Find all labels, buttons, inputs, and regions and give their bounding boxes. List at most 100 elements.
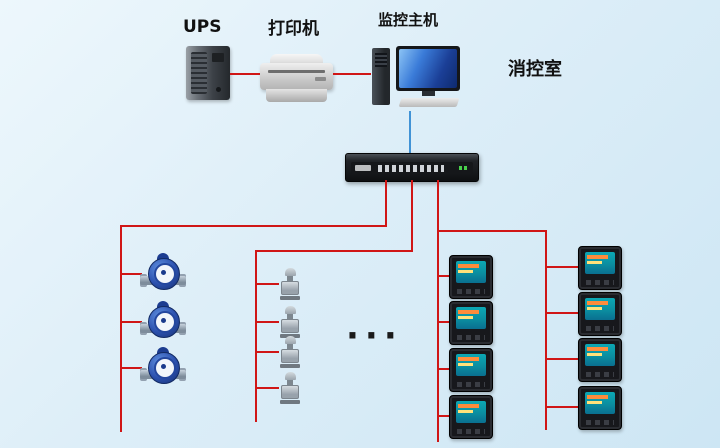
power-meter-icon [449, 395, 493, 439]
power-meter-icon [449, 348, 493, 392]
meter-buttons [586, 326, 614, 331]
water-meter-icon [140, 346, 186, 390]
power-meter-icon [449, 301, 493, 345]
printer-icon [260, 54, 333, 102]
stub-line [547, 312, 578, 314]
valve-cap [284, 306, 296, 314]
valve-cap [284, 268, 296, 276]
valve-neck [287, 380, 293, 385]
meter-screen [585, 344, 615, 366]
meter-cap [157, 301, 169, 308]
screen-bar [458, 316, 473, 319]
dial-center [161, 270, 166, 275]
connector-host-switch [409, 111, 411, 153]
power-meter-icon [449, 255, 493, 299]
screen-bar [587, 255, 608, 259]
ups-icon [186, 46, 230, 100]
screen-bar [458, 410, 473, 413]
valve-body [281, 281, 299, 295]
ellipsis-label: ··· [346, 316, 403, 356]
stub-line [439, 368, 449, 370]
stub-line [255, 283, 279, 285]
meter-buttons [586, 420, 614, 425]
host-monitor [396, 46, 460, 91]
stub-line [439, 415, 449, 417]
stub-line [255, 321, 279, 323]
stub-line [120, 321, 142, 323]
printer-output-slot [268, 70, 325, 73]
valve-neck [287, 276, 293, 281]
screen-bar [458, 357, 479, 361]
printer-paper-tray [266, 89, 327, 102]
power-meter-icon [578, 292, 622, 336]
stub-line [120, 273, 142, 275]
monitor-stand [422, 91, 435, 96]
switch-leds [459, 166, 469, 170]
dial-center [161, 318, 166, 323]
monitor-screen [399, 49, 457, 88]
valve-cap [284, 372, 296, 380]
ups-label: UPS [183, 17, 222, 37]
meter-screen [456, 354, 486, 376]
valve-base [280, 400, 300, 404]
meter-screen [585, 392, 615, 414]
valve-base [280, 364, 300, 368]
stub-line [120, 367, 142, 369]
meter-buttons [457, 429, 485, 434]
switch-drop-line [411, 180, 413, 252]
stub-line [439, 321, 449, 323]
connector-ups-printer [230, 73, 260, 75]
power-meter-icon [578, 338, 622, 382]
screen-bar [587, 347, 608, 351]
flow-valve-icon [277, 372, 303, 404]
stub-line [255, 351, 279, 353]
flow-valve-icon [277, 268, 303, 300]
stub-line [547, 266, 578, 268]
flow-valve-icon [277, 306, 303, 338]
meter-screen [456, 401, 486, 423]
meter-buttons [457, 382, 485, 387]
valve-body [281, 319, 299, 333]
meter-cap [157, 347, 169, 354]
screen-bar [587, 261, 602, 264]
water-meter-icon [140, 252, 186, 296]
valve-neck [287, 314, 293, 319]
water-meter-icon [140, 300, 186, 344]
valve-body [281, 385, 299, 399]
bus-branch-valves [255, 250, 413, 252]
bus-line-valves [255, 250, 257, 422]
screen-bar [587, 353, 602, 356]
stub-line [547, 358, 578, 360]
meter-screen [585, 252, 615, 274]
screen-bar [458, 270, 473, 273]
room-label: 消控室 [508, 59, 562, 80]
switch-brand-plate [355, 165, 371, 171]
connector-printer-host [333, 73, 371, 75]
keyboard-icon [398, 98, 460, 107]
bus-line-water [120, 225, 122, 432]
bus-branch-meters-2 [437, 230, 547, 232]
valve-neck [287, 344, 293, 349]
meter-screen [456, 261, 486, 283]
screen-bar [458, 363, 473, 366]
host-computer-icon [370, 46, 462, 108]
screen-bar [587, 307, 602, 310]
meter-screen [456, 307, 486, 329]
stub-line [439, 275, 449, 277]
bus-line-meters-2 [545, 230, 547, 430]
screen-bar [587, 301, 608, 305]
meter-buttons [586, 280, 614, 285]
meter-buttons [586, 372, 614, 377]
stub-line [547, 406, 578, 408]
screen-bar [458, 310, 479, 314]
meter-buttons [457, 335, 485, 340]
switch-drop-line [385, 180, 387, 227]
bus-line-meters-1 [437, 180, 439, 442]
meter-buttons [457, 289, 485, 294]
screen-bar [458, 404, 479, 408]
dial-center [161, 364, 166, 369]
screen-bar [458, 264, 479, 268]
meter-screen [585, 298, 615, 320]
screen-bar [587, 395, 608, 399]
